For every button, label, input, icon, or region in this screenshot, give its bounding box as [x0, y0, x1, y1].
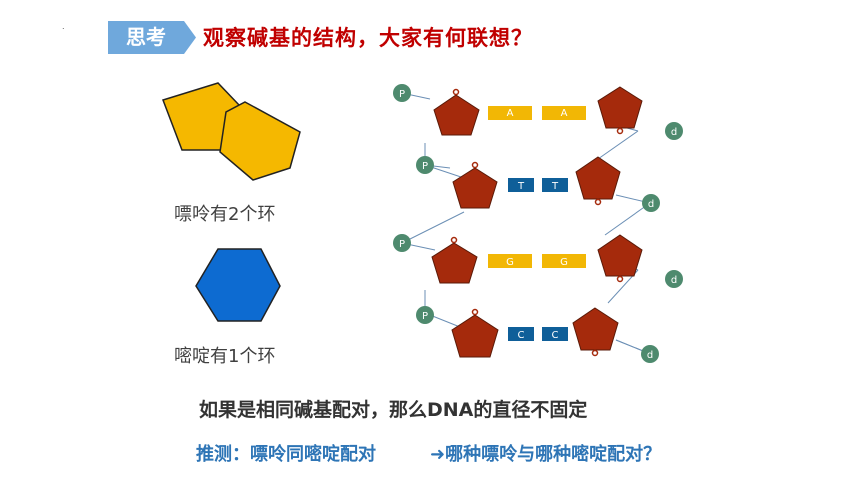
- dna-diagram: A A T T G G C C P P P P: [393, 84, 683, 363]
- purine-hexagon: [219, 101, 301, 181]
- phosphate-label: P: [399, 89, 405, 100]
- deoxy-label: d: [671, 275, 677, 286]
- base-label: C: [518, 330, 525, 341]
- base-label: C: [552, 330, 559, 341]
- deoxy-group: d d d d: [641, 122, 683, 363]
- sugar-pentagon: [597, 234, 643, 277]
- pyrimidine-caption: 嘧啶有1个环: [174, 346, 276, 367]
- base-G-right: [542, 254, 586, 268]
- base-label: G: [560, 257, 568, 268]
- sugar-pentagon: [452, 167, 498, 209]
- sugar-pentagon: [572, 307, 619, 351]
- phosphate-label: P: [422, 311, 428, 322]
- deoxy-label: d: [648, 199, 654, 210]
- purine-caption: 嘌呤有2个环: [174, 204, 276, 225]
- deoxy-label: d: [671, 127, 677, 138]
- base-A-left: [488, 106, 532, 120]
- sugar-pentagon: [451, 314, 499, 358]
- header-question: 观察碱基的结构，大家有何联想？: [203, 26, 533, 50]
- sugar-pentagon: [575, 156, 621, 200]
- think-tag: [108, 21, 196, 54]
- base-C-left: [508, 327, 534, 341]
- guess-text: 推测：嘌呤同嘧啶配对: [196, 444, 376, 465]
- think-tag-label: 思考: [126, 25, 166, 49]
- base-T-right: [542, 178, 568, 192]
- base-label: T: [551, 181, 559, 192]
- base-label: T: [517, 181, 525, 192]
- phosphate-label: P: [399, 239, 405, 250]
- base-A-right: [542, 106, 586, 120]
- base-G-left: [488, 254, 532, 268]
- base-label: G: [506, 257, 514, 268]
- phosphate-label: P: [422, 161, 428, 172]
- deoxy-label: d: [647, 350, 653, 361]
- purine-pentagon: [162, 82, 241, 151]
- base-label: A: [561, 108, 568, 119]
- decorative-dot: .: [62, 22, 65, 31]
- statement-text: 如果是相同碱基配对，那么DNA的直径不固定: [199, 399, 588, 421]
- sugar-pentagon: [433, 94, 480, 136]
- pyrimidine-hexagon: [195, 248, 281, 322]
- sugar-pentagon: [431, 242, 478, 284]
- follow-up-question: ➜哪种嘌呤与哪种嘧啶配对？: [430, 444, 662, 465]
- phosphate-group: P P P P: [393, 84, 434, 324]
- base-label: A: [507, 108, 514, 119]
- base-C-right: [542, 327, 568, 341]
- sugar-pentagon: [597, 86, 643, 129]
- base-T-left: [508, 178, 534, 192]
